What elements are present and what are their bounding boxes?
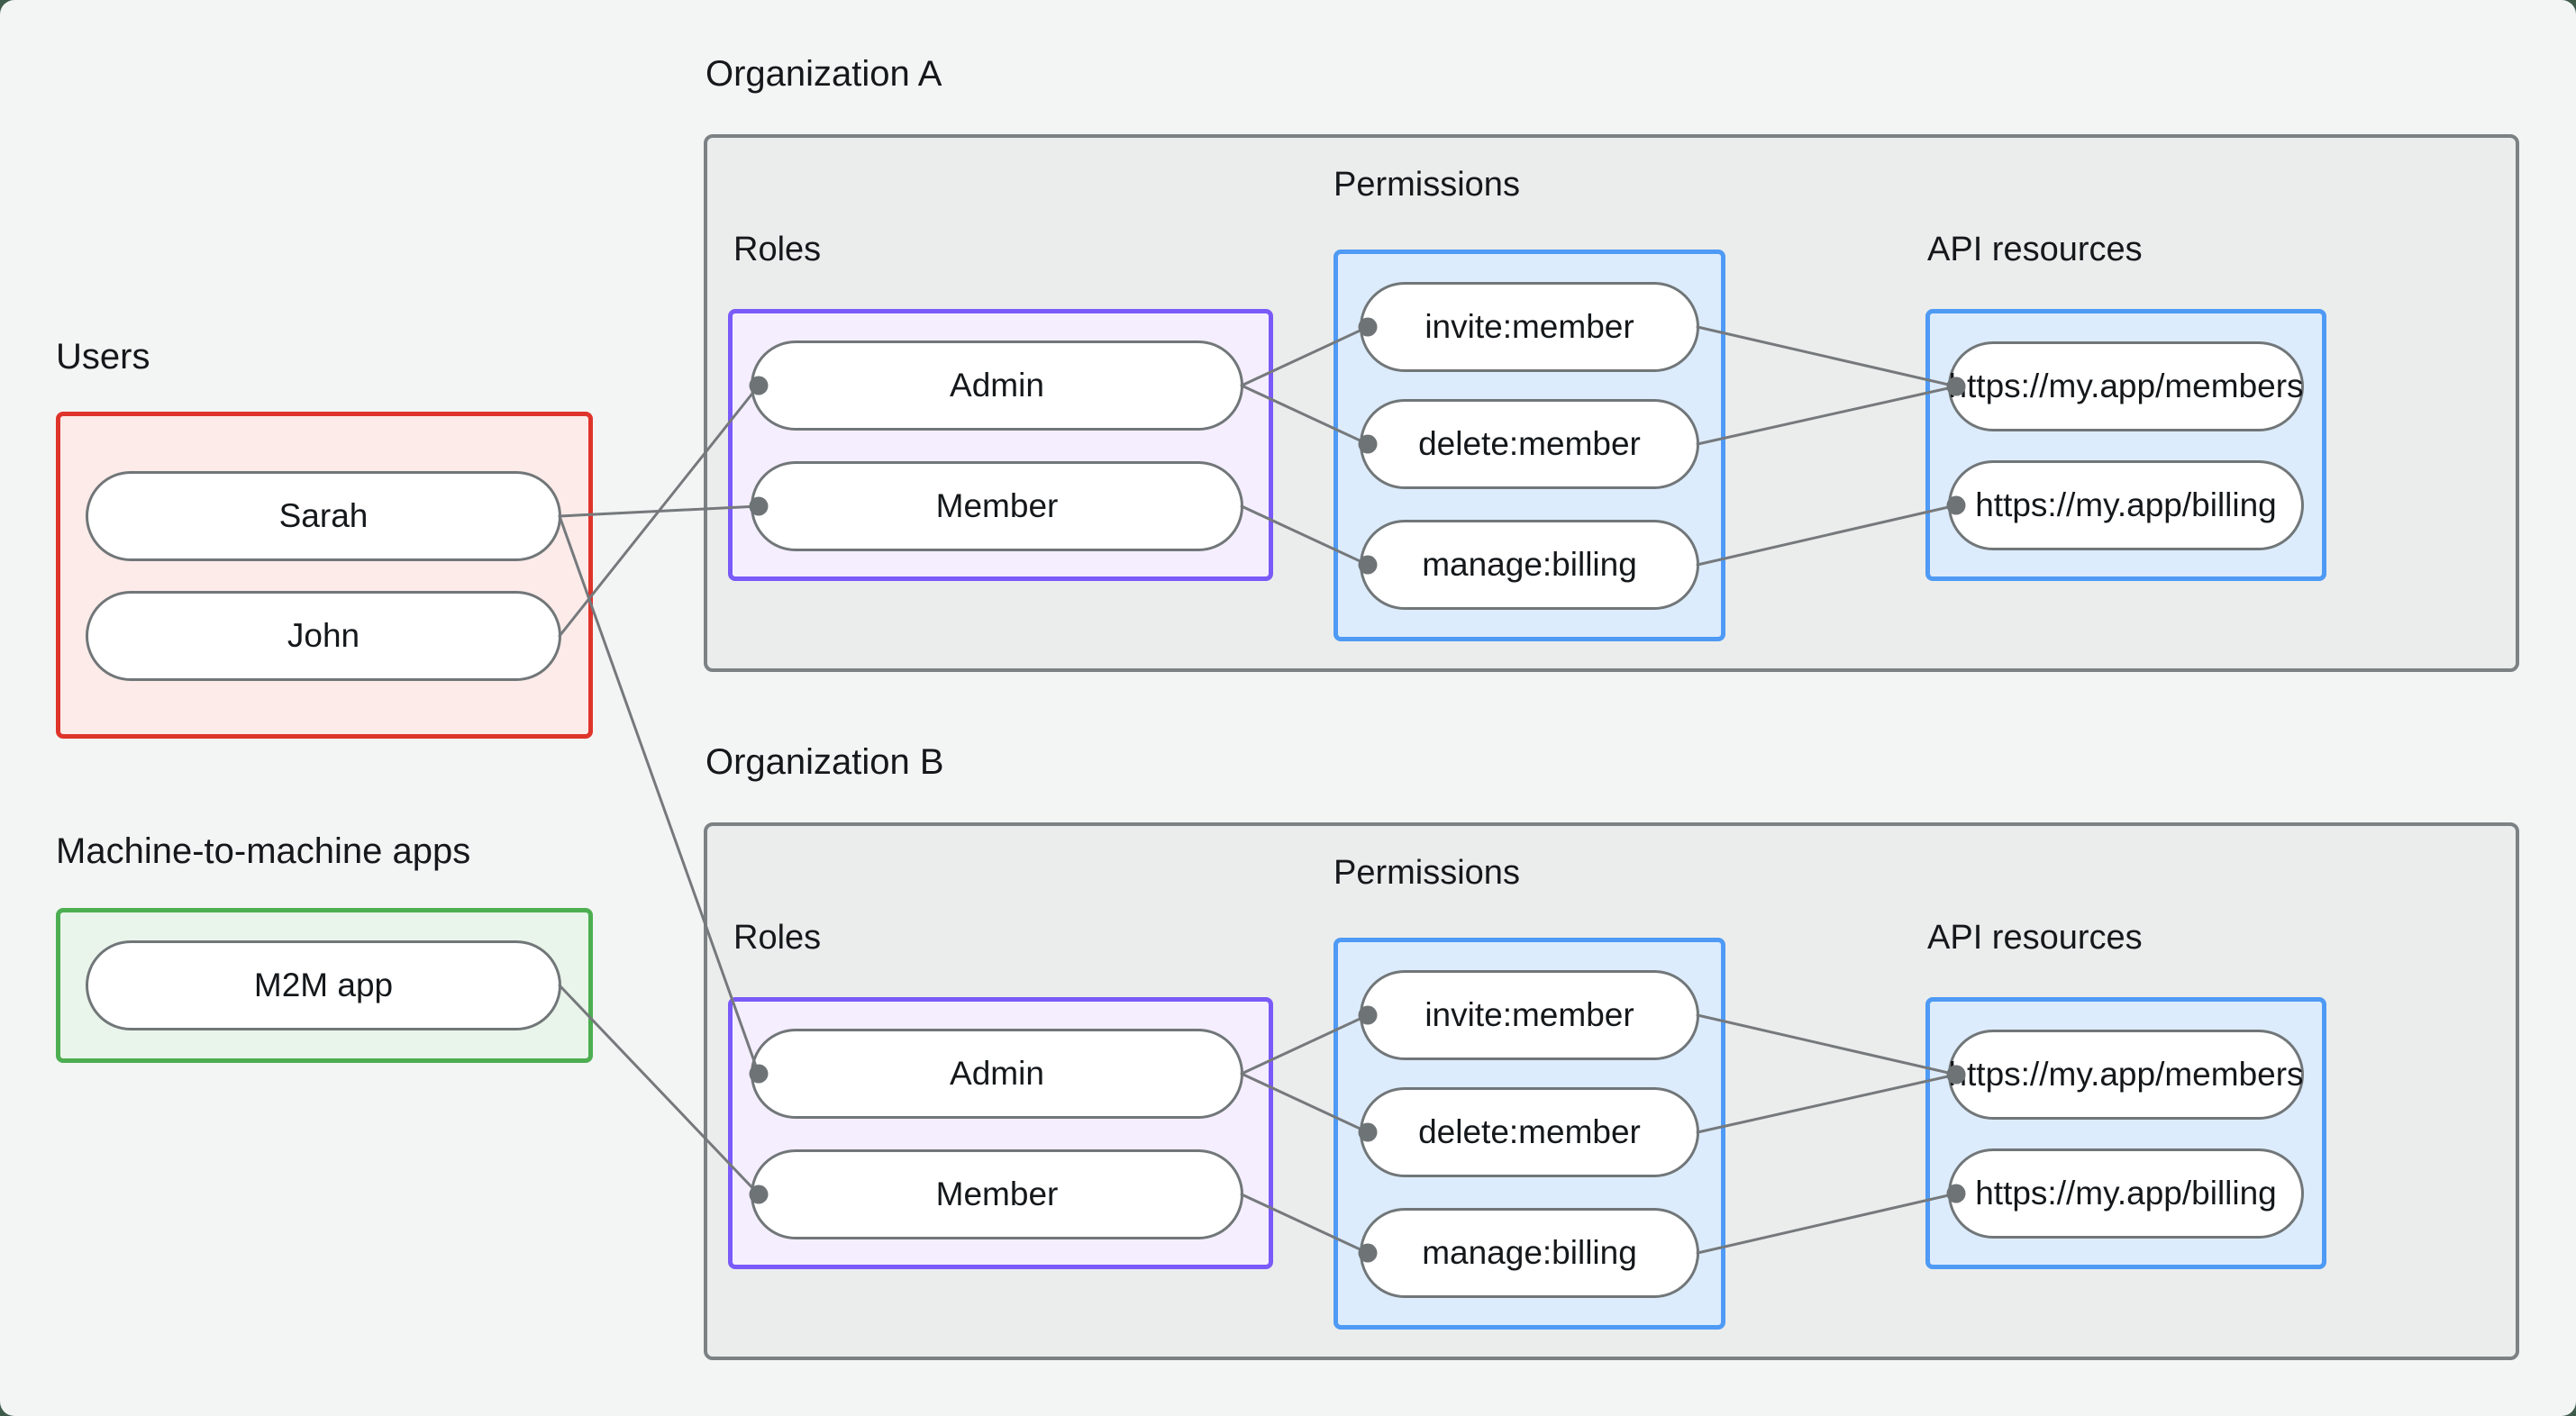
node-orgB-billing: https://my.app/billing [1948,1148,2304,1239]
users-section-label: Users [56,337,150,377]
node-john: John [86,591,561,681]
org-b-permissions-label: Permissions [1334,854,1520,892]
node-orgA-delete: delete:member [1360,399,1699,489]
org-a-title: Organization A [705,54,942,94]
org-b-api-resources-label: API resources [1927,919,2143,957]
org-b-roles-label: Roles [733,919,822,957]
org-a-api-resources-label: API resources [1927,231,2143,268]
node-orgA-member: Member [751,461,1243,551]
users-group-box [56,412,593,739]
node-orgA-billing: https://my.app/billing [1948,460,2304,550]
org-b-title: Organization B [705,742,944,782]
m2m-section-label: Machine-to-machine apps [56,831,471,871]
node-orgB-delete: delete:member [1360,1087,1699,1177]
node-orgB-invite: invite:member [1360,970,1699,1060]
node-orgB-member: Member [751,1149,1243,1239]
node-orgA-admin: Admin [751,340,1243,431]
org-a-roles-label: Roles [733,231,822,268]
node-sarah: Sarah [86,471,561,561]
node-orgA-members: https://my.app/members [1948,341,2304,431]
node-m2m: M2M app [86,940,561,1030]
node-orgB-manage: manage:billing [1360,1208,1699,1298]
node-orgB-members: https://my.app/members [1948,1030,2304,1120]
node-orgA-manage: manage:billing [1360,520,1699,610]
node-orgA-invite: invite:member [1360,282,1699,372]
node-orgB-admin: Admin [751,1029,1243,1119]
org-a-permissions-label: Permissions [1334,166,1520,204]
